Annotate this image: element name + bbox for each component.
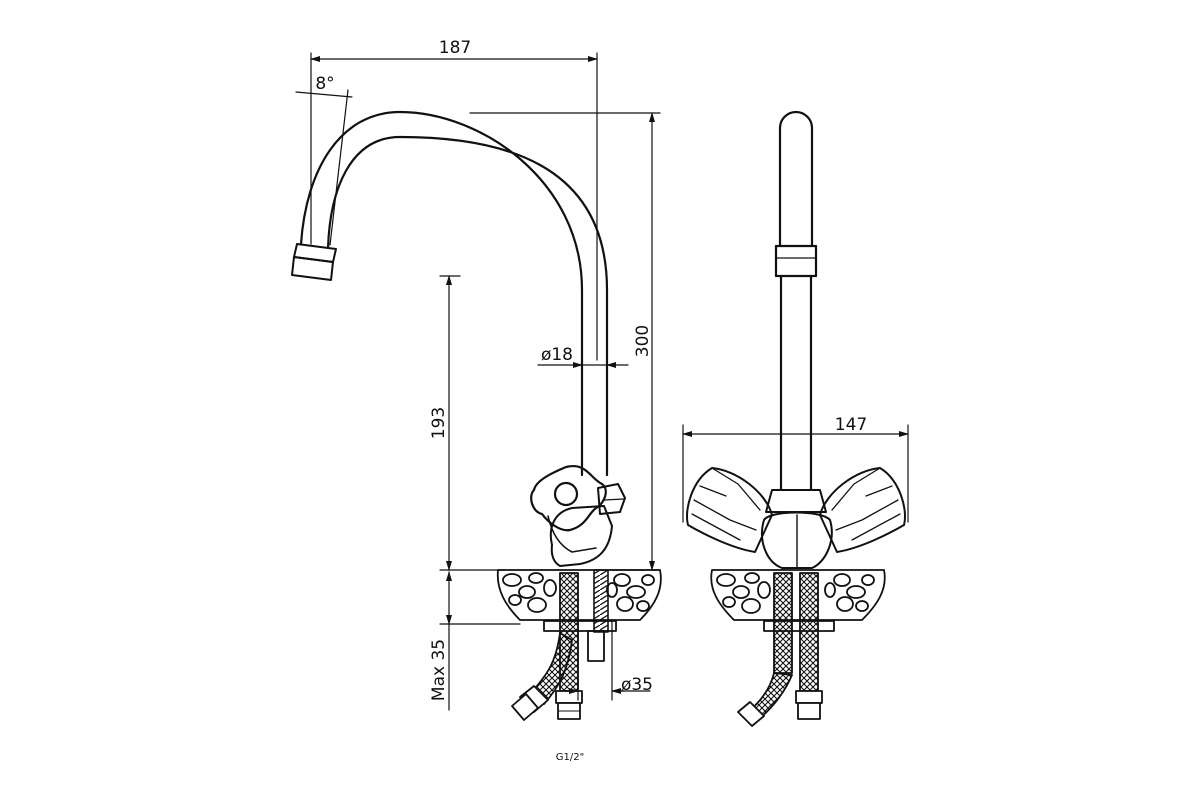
dim-handle-span bbox=[682, 424, 909, 523]
label-spout-angle: 8° bbox=[315, 74, 334, 94]
star-handle bbox=[530, 464, 607, 553]
dim-spout-angle bbox=[295, 89, 353, 246]
front-view bbox=[682, 110, 909, 727]
flex-hose-bent bbox=[511, 632, 573, 721]
flex-hoses-front bbox=[737, 572, 823, 727]
aerator-nut bbox=[291, 243, 337, 281]
label-spout-diameter: ø18 bbox=[541, 345, 573, 365]
dim-total-height bbox=[469, 112, 661, 571]
side-view bbox=[291, 52, 662, 721]
right-handle-front bbox=[819, 467, 906, 553]
label-spout-reach: 187 bbox=[439, 38, 471, 58]
mounting-rosette bbox=[496, 569, 662, 621]
threaded-rod bbox=[593, 569, 609, 633]
valve-body-front bbox=[761, 489, 833, 569]
label-mount-hole-diameter: ø35 bbox=[621, 675, 653, 695]
spout-front bbox=[774, 110, 818, 492]
label-handle-span: 147 bbox=[835, 415, 867, 435]
mounting-rosette-front bbox=[710, 569, 886, 621]
label-total-height: 300 bbox=[633, 325, 653, 357]
left-handle-front bbox=[686, 467, 773, 553]
dim-mount-hole bbox=[564, 619, 651, 701]
dim-spout-reach bbox=[310, 52, 598, 361]
dim-deck-thickness bbox=[439, 571, 521, 711]
dim-spout-clearance bbox=[439, 275, 506, 571]
label-connection-thread: G1/2" bbox=[556, 752, 584, 763]
clamp-washer-front bbox=[763, 620, 835, 632]
spout bbox=[299, 110, 609, 477]
label-spout-clearance: 193 bbox=[429, 407, 449, 439]
valve-body bbox=[549, 483, 626, 567]
label-max-deck-thickness: Max 35 bbox=[429, 639, 449, 701]
